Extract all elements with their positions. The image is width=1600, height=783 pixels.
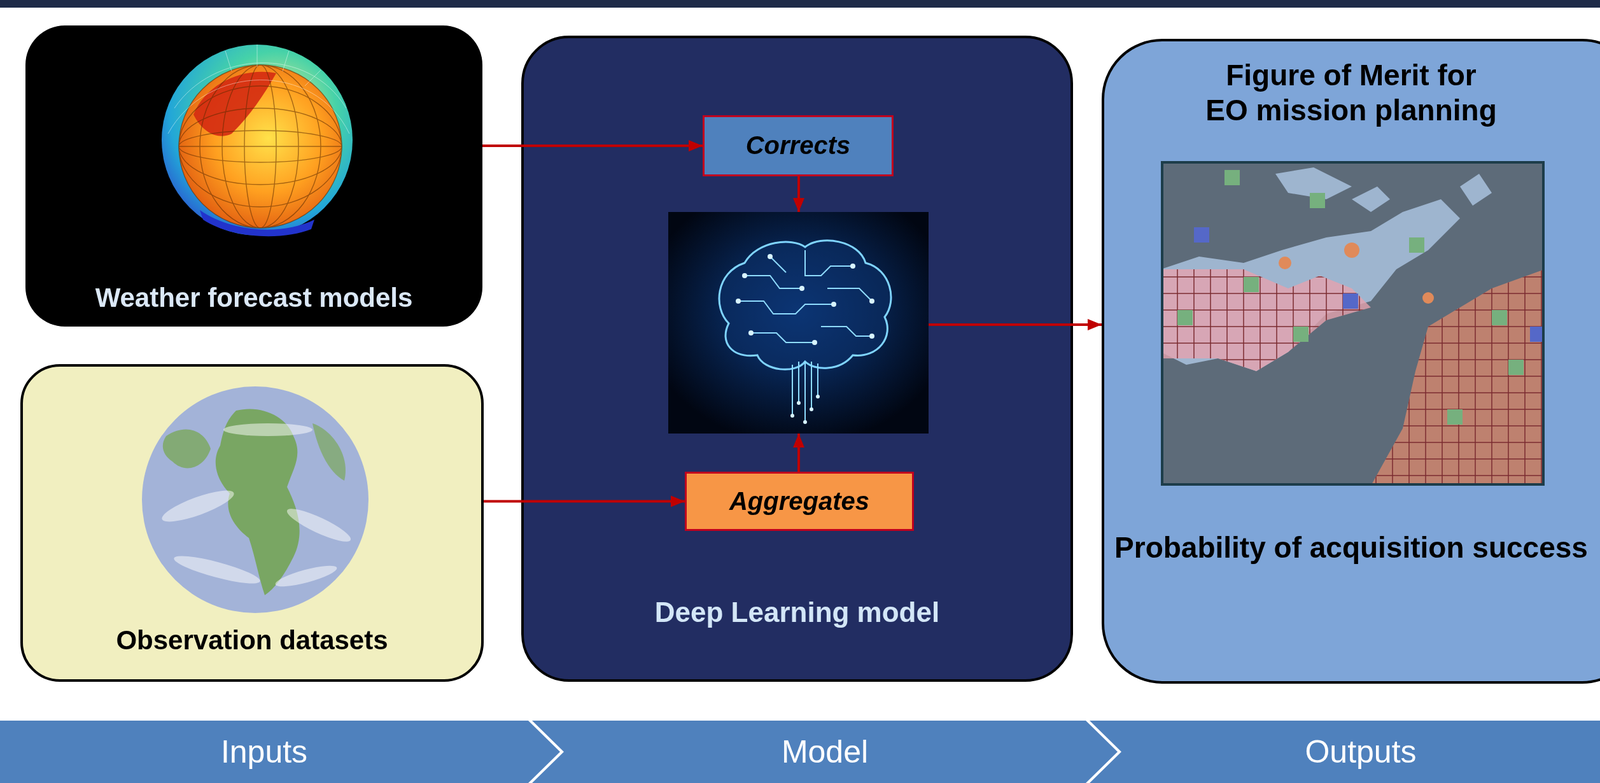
brain-ground [668,211,929,434]
grid-lines [178,64,342,228]
region [1160,269,1371,372]
brain-outline [719,240,892,370]
node-label: Aggregates [686,485,913,517]
cells [1193,227,1544,342]
arrow-line [797,176,800,212]
stage-chevron: Inputs [0,720,561,783]
map-illustration [1160,161,1545,486]
earth-illustration [140,385,370,615]
process-box: Corrects [702,115,894,177]
text-slot: Model [563,720,1086,783]
text-slot: Probability of acquisition success [1104,530,1599,566]
node-label: Inputs [0,720,529,783]
text-slot: Figure of Merit for EO mission planning [1104,57,1599,128]
text-slot: Aggregates [686,485,913,517]
chevron-fill [532,720,1118,783]
cutaway [193,71,277,137]
input-panel: Observation datasets [20,364,484,682]
clouds [159,423,354,591]
map-ground [1160,161,1545,486]
region [1370,269,1545,486]
text-slot: Inputs [0,720,529,783]
text-slot: Observation datasets [22,624,482,657]
chevron-fill [0,720,561,783]
node-label: Observation datasets [22,624,482,657]
text-slot: Outputs [1121,720,1600,783]
node-label: Figure of Merit for EO mission planning [1104,57,1599,128]
model-panel: Deep Learning model CorrectsAggregates [521,35,1074,682]
flow-arrow [1073,323,1102,326]
text-slot: Deep Learning model [523,595,1071,630]
shell-grid [168,44,350,134]
text-slot: Corrects [704,129,892,161]
continent [312,423,346,481]
ocean [141,386,369,613]
text-slot: Weather forecast models [25,281,483,314]
continent [162,429,211,469]
input-panel: Weather forecast models [25,25,483,327]
node-label: Outputs [1121,720,1600,783]
stage-chevron: Outputs [1089,720,1600,783]
flow-arrow [482,144,703,148]
circuit-lines [738,250,872,422]
output-panel: Figure of Merit for EO mission planningP… [1101,38,1600,684]
flow-arrow [483,500,685,503]
process-box: Aggregates [684,471,914,531]
node-label: Corrects [704,129,892,161]
top-bar [0,0,1600,8]
node-label: Deep Learning model [523,595,1071,630]
map-frame [1162,162,1544,485]
arrow-line [928,323,1074,326]
earth-core [178,64,342,228]
cells [1177,169,1524,425]
circuit-nodes [735,253,875,424]
chevron-fill [1089,720,1600,783]
weather-globe-illustration [155,38,359,242]
markers [1278,242,1434,304]
brain-illustration [668,211,929,434]
arrow-line [797,433,800,472]
node-body: Probability of acquisition success [1104,530,1599,566]
stage-chevron: Model [532,720,1118,783]
atmosphere-shell [161,44,353,236]
node-label: Model [563,720,1086,783]
base-band [199,210,315,237]
node-label: Weather forecast models [25,281,483,314]
region-grid [1370,269,1545,486]
region-grid [1160,269,1371,372]
